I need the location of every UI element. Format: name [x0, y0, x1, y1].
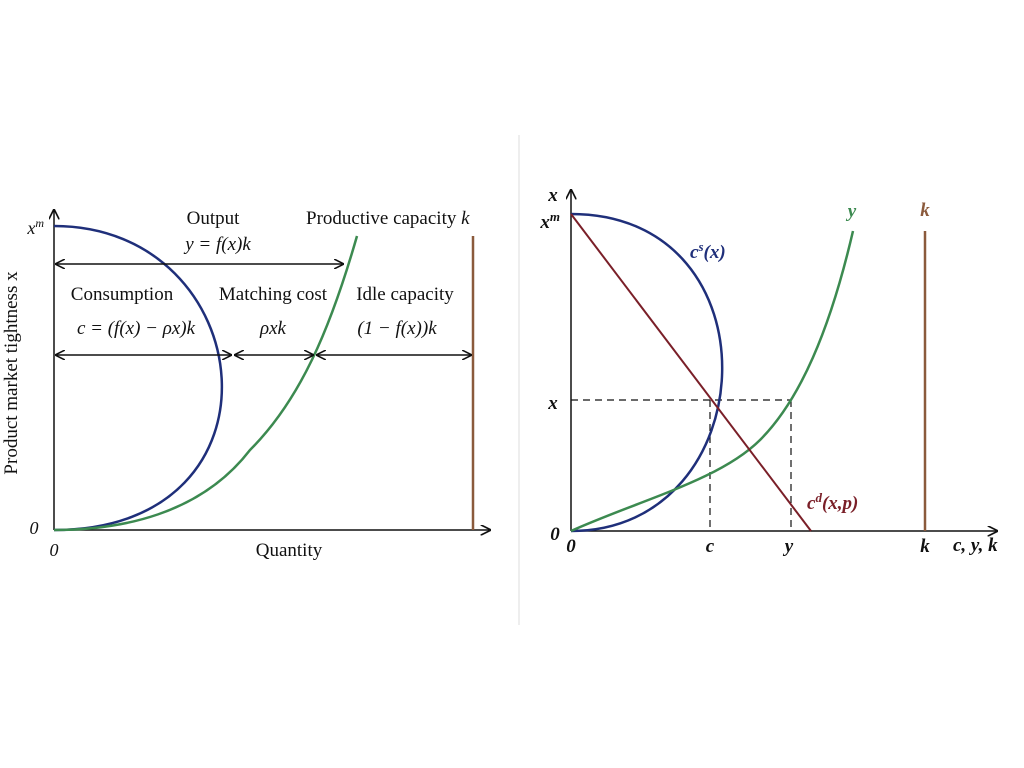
left-consumption-curve — [53, 224, 223, 532]
right-x-zero-tick: 0 — [566, 536, 576, 557]
right-x-tick-c: c — [706, 536, 715, 557]
left-x-zero-tick: 0 — [50, 540, 59, 560]
right-demand-line — [570, 213, 812, 532]
right-x-tick-y: y — [783, 536, 794, 557]
left-output-formula: y = f(x)k — [183, 234, 251, 255]
left-matching-label: Matching cost — [219, 284, 328, 305]
right-supply-label: cs(x) — [690, 239, 726, 263]
left-y-top-tick: xm — [26, 216, 44, 238]
right-y-mid-tick: x — [547, 393, 558, 414]
left-panel: Product market tightness x Quantity xm 0… — [1, 208, 490, 561]
left-y-zero-tick: 0 — [30, 518, 39, 538]
left-output-label: Output — [187, 208, 241, 229]
left-capacity-label: Productive capacity k — [306, 208, 470, 229]
right-y-zero-tick: 0 — [550, 524, 560, 545]
left-consumption-formula: c = (f(x) − ρx)k — [77, 318, 196, 339]
right-y-top-tick: xm — [539, 209, 560, 233]
right-output-curve — [570, 230, 855, 533]
right-y-axis-symbol: x — [547, 185, 558, 206]
right-supply-curve — [570, 212, 724, 533]
right-capacity-label: k — [920, 200, 930, 221]
left-idle-formula: (1 − f(x))k — [357, 318, 437, 339]
right-output-label: y — [846, 201, 857, 222]
right-x-axis-label: c, y, k — [953, 535, 998, 556]
left-idle-label: Idle capacity — [356, 284, 454, 305]
left-y-axis-label: Product market tightness x — [1, 271, 22, 475]
left-consumption-label: Consumption — [71, 284, 174, 305]
right-x-tick-k: k — [920, 536, 930, 557]
left-output-curve — [53, 235, 359, 532]
right-demand-label: cd(x,p) — [807, 490, 858, 514]
left-matching-formula: ρxk — [259, 318, 287, 339]
right-panel: x xm x 0 0 c y k c, y, k cs(x) cd(x,p) y… — [539, 185, 998, 557]
left-x-axis-label: Quantity — [256, 540, 323, 561]
